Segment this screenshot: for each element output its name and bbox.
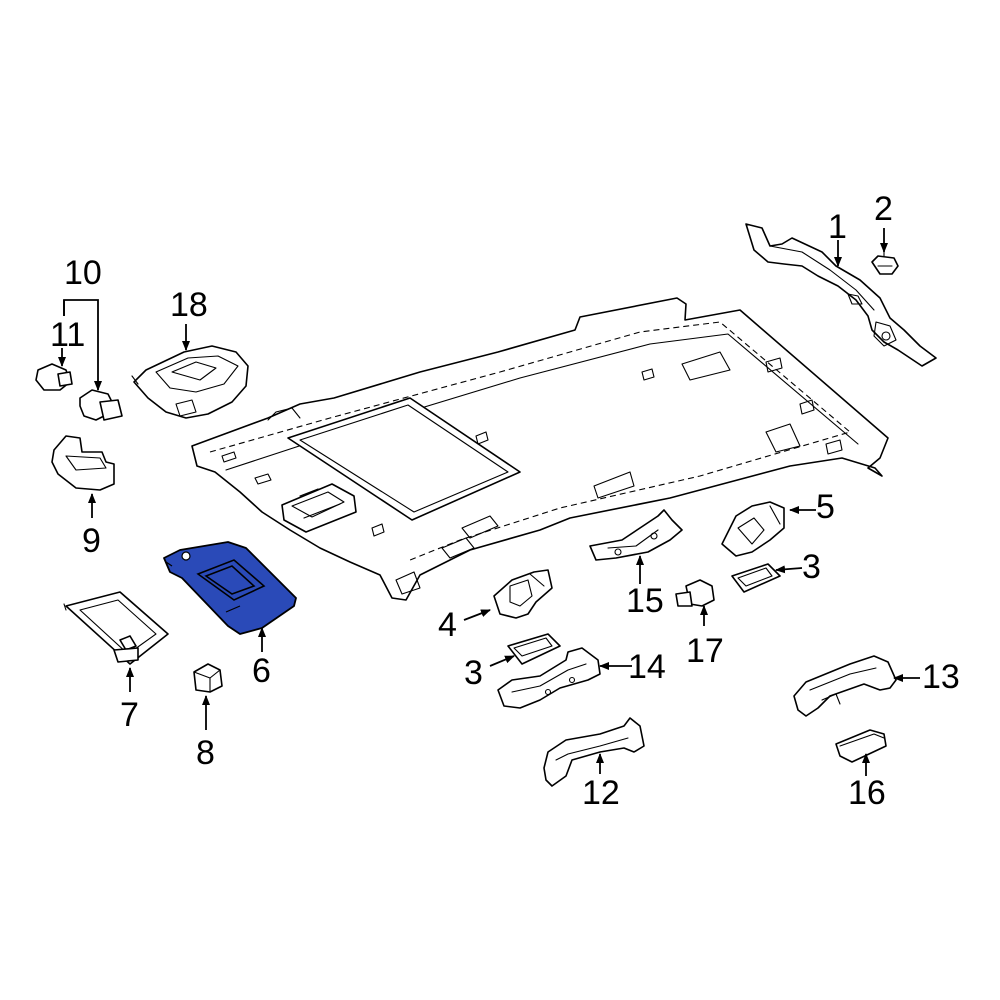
part-12-grab-handle[interactable] (543, 717, 645, 787)
callout-7: 7 (120, 696, 139, 734)
callout-8: 8 (196, 734, 215, 772)
callout-15: 15 (626, 582, 664, 620)
part-16-clip[interactable] (835, 729, 887, 763)
part-3-bracket-lower[interactable] (507, 633, 561, 665)
callout-6: 6 (252, 652, 271, 690)
callout-17: 17 (686, 632, 724, 670)
callout-10: 10 (64, 254, 102, 292)
callout-11: 11 (50, 316, 85, 354)
part-7-visor-rod[interactable] (63, 591, 169, 665)
callout-16: 16 (848, 774, 886, 812)
part-5-coat-hook[interactable] (721, 501, 785, 557)
part-8-visor-clip[interactable] (193, 663, 223, 693)
callout-18: 18 (170, 286, 208, 324)
callout-2: 2 (874, 190, 893, 228)
part-9-lamp-housing[interactable] (51, 435, 115, 491)
callout-12: 12 (582, 774, 620, 812)
callout-4: 4 (438, 606, 457, 644)
headliner[interactable] (191, 297, 889, 601)
part-3-bracket-upper[interactable] (731, 563, 781, 593)
callout-labels: 1 2 18 10 11 9 6 7 8 4 5 3 3 14 15 17 12… (50, 190, 960, 812)
callout-1: 1 (828, 208, 847, 246)
part-17-bulb[interactable] (675, 579, 715, 607)
callout-14: 14 (628, 648, 666, 686)
callout-3-lower: 3 (464, 654, 483, 692)
leader-lines (58, 228, 920, 776)
part-10-lamp-socket[interactable] (79, 389, 123, 421)
part-15-bracket[interactable] (589, 509, 683, 561)
part-18-overhead-console[interactable] (131, 345, 249, 419)
part-11-bulb[interactable] (35, 363, 73, 391)
callout-5: 5 (816, 488, 835, 526)
part-2-push-clip[interactable] (871, 251, 899, 275)
part-6-sun-visor[interactable] (163, 541, 297, 635)
callout-13: 13 (922, 658, 960, 696)
callout-3-upper: 3 (802, 548, 821, 586)
part-4-coat-hook[interactable] (493, 569, 553, 619)
part-1-roof-rail[interactable] (745, 223, 937, 367)
part-13-grab-handle[interactable] (793, 655, 897, 717)
callout-9: 9 (82, 522, 101, 560)
